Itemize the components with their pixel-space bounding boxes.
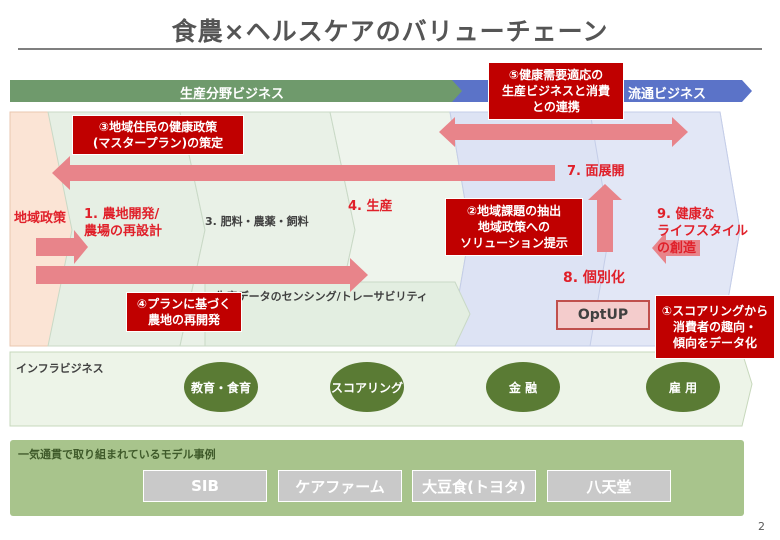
model-item-sib: SIB [143,470,267,502]
stage-1-label: 1. 農地開発/ 農場の再設計 [84,207,163,239]
arrow-double [439,117,688,147]
policy-label: 地域政策 [14,211,67,226]
sensing-chevron [204,281,471,347]
arrow-up [588,184,622,252]
production-band [10,80,470,102]
title-divider [18,48,762,50]
callout-1: ①スコアリングから 消費者の趣向・ 傾向をデータ化 [655,295,775,359]
callout-3: ③地域住民の健康政策 (マスタープラン)の策定 [72,115,244,155]
stage-8-label: 8. 個別化 [563,270,625,286]
arrow-left-short [652,232,700,264]
infra-label: インフラビジネス [16,362,104,375]
infra-item-finance: 金 融 [486,362,560,412]
arrow-policy-right [36,230,88,264]
optup-box: OptUP [556,300,650,330]
page-title: 食農×ヘルスケアのバリューチェーン [171,17,609,46]
production-band-label: 生産分野ビジネス [180,87,285,102]
model-item-soyfood: 大豆食(トヨタ) [412,470,536,502]
callout-4: ④プランに基づく 農地の再開発 [126,292,242,332]
infra-item-education: 教育・食育 [184,362,258,412]
stage-9-label: 9. 健康な ライフスタイル の創造 [657,207,749,256]
infra-item-employment: 雇 用 [646,362,720,412]
stage-4-label: 4. 生産 [348,199,393,214]
callout-2: ②地域課題の抽出 地域政策への ソリューション提示 [445,198,583,256]
model-label: 一気通貫で取り組まれているモデル事例 [18,448,216,461]
infra-item-scoring: スコアリング [330,362,404,412]
model-item-hattendo: 八天堂 [547,470,671,502]
arrow-plan-right [36,258,368,292]
stage-5-label: 5. 生産データのセンシング/トレーサビリティ [200,290,428,303]
stage-7-label: 7. 面展開 [567,164,625,179]
model-item-carefarm: ケアファーム [278,470,402,502]
stage-3-label: 3. 肥料・農薬・飼料 [205,215,309,228]
distribution-band-label: 流通ビジネス [628,87,707,102]
callout-5: ⑤健康需要適応の 生産ビジネスと消費 との連携 [488,62,624,120]
page-number: 2 [758,520,765,533]
arrow-left-long [52,156,555,190]
